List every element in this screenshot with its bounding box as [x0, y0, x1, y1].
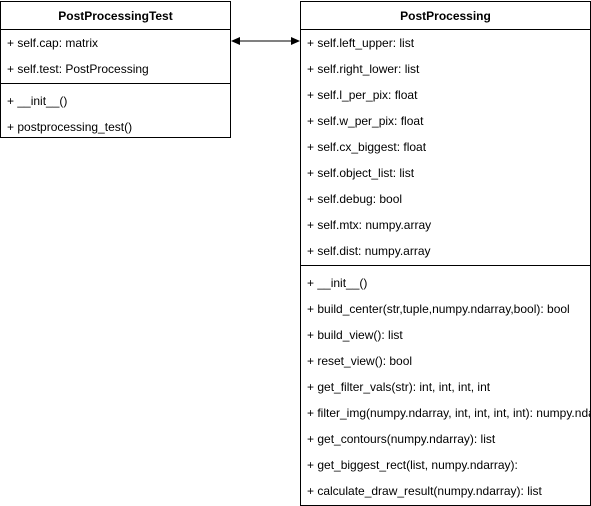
method-row: + get_filter_vals(str): int, int, int, i… [307, 380, 491, 394]
arrowhead-right-icon [291, 37, 300, 45]
attribute-row: + self.debug: bool [307, 192, 403, 206]
class-title: PostProcessingTest [1, 2, 230, 30]
attribute-row: + self.cx_biggest: float [307, 140, 427, 154]
attribute-row: + self.left_upper: list [307, 36, 415, 50]
attribute-row: + self.w_per_pix: float [307, 114, 424, 128]
method-row: + get_biggest_rect(list, numpy.ndarray): [307, 458, 518, 472]
attribute-row: + self.object_list: list [307, 166, 415, 180]
method-row: + calculate_draw_result(numpy.ndarray): … [307, 484, 542, 498]
attribute-row: + self.cap: matrix [7, 36, 99, 50]
method-row: + filter_img(numpy.ndarray, int, int, in… [307, 406, 590, 420]
attribute-row: + self.right_lower: list [307, 62, 420, 76]
method-row: + __init__() [307, 276, 368, 290]
methods-section: + __init__() + postprocessing_test() [1, 84, 230, 136]
method-row: + postprocessing_test() [7, 120, 133, 134]
method-row: + build_center(str,tuple,numpy.ndarray,b… [307, 302, 570, 316]
attribute-row: + self.dist: numpy.array [307, 244, 431, 258]
class-post-processing-test[interactable]: PostProcessingTest + self.cap: matrix + … [0, 1, 231, 138]
class-title: PostProcessing [301, 2, 590, 30]
attributes-section: + self.left_upper: list + self.right_low… [301, 30, 590, 266]
method-row: + get_contours(numpy.ndarray): list [307, 432, 496, 446]
method-row: + build_view(): list [307, 328, 403, 342]
attributes-section: + self.cap: matrix + self.test: PostProc… [1, 30, 230, 84]
method-row: + __init__() [7, 94, 68, 108]
attribute-row: + self.mtx: numpy.array [307, 218, 432, 232]
methods-section: + __init__() + build_center(str,tuple,nu… [301, 266, 590, 505]
arrowhead-left-icon [231, 37, 240, 45]
method-row: + reset_view(): bool [307, 354, 413, 368]
attribute-row: + self.l_per_pix: float [307, 88, 418, 102]
class-post-processing[interactable]: PostProcessing + self.left_upper: list +… [300, 1, 591, 506]
attribute-row: + self.test: PostProcessing [7, 62, 149, 76]
